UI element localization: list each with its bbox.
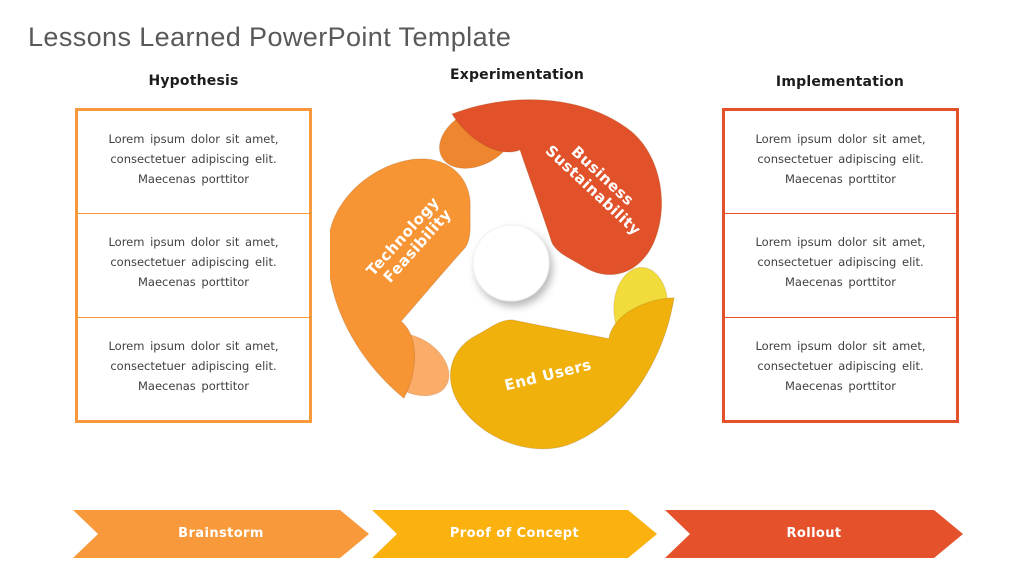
slide-title: Lessons Learned PowerPoint Template [28,22,512,52]
implementation-item-1: Lorem ipsum dolor sit amet, consectetuer… [725,111,956,213]
implementation-item-3: Lorem ipsum dolor sit amet, consectetuer… [725,316,956,420]
process-arrow-brainstorm: Brainstorm [73,510,369,558]
lorem-line: Maecenas porttitor [785,172,896,187]
experimentation-pinwheel-diagram: Business Sustainability Technology Feasi… [330,99,675,450]
lorem-line: Lorem ipsum dolor sit amet, [108,338,279,353]
lorem-line: Lorem ipsum dolor sit amet, [755,338,926,353]
process-arrow-proof-of-concept: Proof of Concept [372,510,657,558]
column-header-hypothesis: Hypothesis [148,73,239,89]
implementation-box: Lorem ipsum dolor sit amet, consectetuer… [722,108,959,423]
hypothesis-item-3: Lorem ipsum dolor sit amet, consectetuer… [78,316,309,420]
lorem-line: consectetuer adipiscing elit. [757,255,924,270]
lorem-line: Maecenas porttitor [785,275,896,290]
lorem-line: consectetuer adipiscing elit. [110,255,277,270]
lorem-line: Maecenas porttitor [138,172,249,187]
lorem-line: Maecenas porttitor [138,275,249,290]
process-arrow-label: Brainstorm [178,526,264,541]
column-header-experimentation: Experimentation [449,67,585,83]
process-arrow-label: Rollout [786,526,842,541]
blade-technology-feasibility [330,158,471,400]
blade-business-sustainability [451,99,663,276]
hypothesis-item-2: Lorem ipsum dolor sit amet, consectetuer… [78,213,309,316]
lorem-line: consectetuer adipiscing elit. [757,152,924,167]
lorem-line: consectetuer adipiscing elit. [110,358,277,373]
center-hub-circle [472,224,550,302]
lorem-line: Maecenas porttitor [785,378,896,393]
lorem-line: Maecenas porttitor [138,378,249,393]
lorem-line: consectetuer adipiscing elit. [110,152,277,167]
process-arrow-label: Proof of Concept [449,526,580,541]
implementation-item-2: Lorem ipsum dolor sit amet, consectetuer… [725,213,956,316]
lorem-line: Lorem ipsum dolor sit amet, [108,132,279,147]
lorem-line: Lorem ipsum dolor sit amet, [755,235,926,250]
hypothesis-item-1: Lorem ipsum dolor sit amet, consectetuer… [78,111,309,213]
lorem-line: Lorem ipsum dolor sit amet, [755,132,926,147]
column-header-implementation: Implementation [775,74,905,90]
process-arrow-rollout: Rollout [665,510,963,558]
lorem-line: Lorem ipsum dolor sit amet, [108,235,279,250]
blade-end-users [449,297,675,450]
hypothesis-box: Lorem ipsum dolor sit amet, consectetuer… [75,108,312,423]
lorem-line: consectetuer adipiscing elit. [757,358,924,373]
